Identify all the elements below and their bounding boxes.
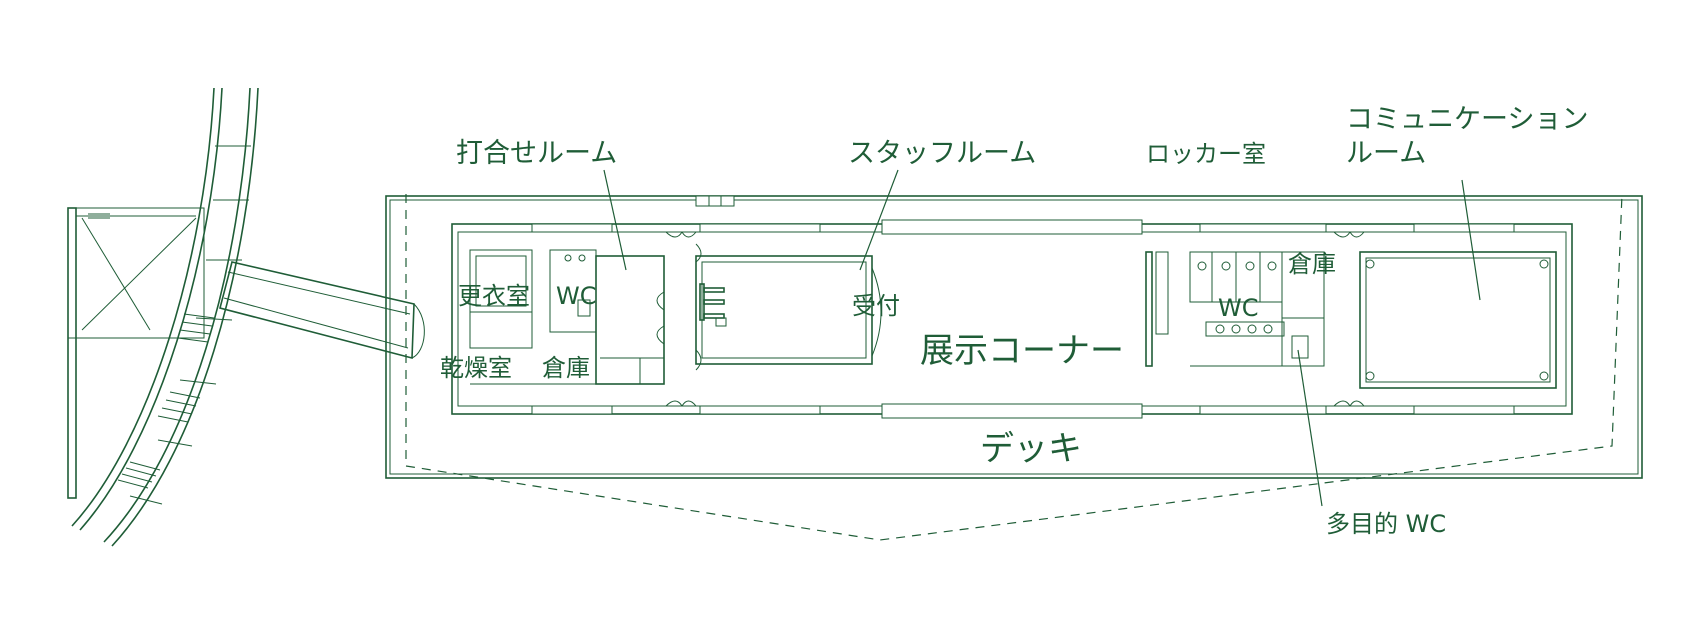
label-drying-room: 乾燥室 bbox=[440, 354, 512, 382]
label-multipurpose-wc: 多目的 WC bbox=[1326, 510, 1446, 538]
label-changing-room: 更衣室 bbox=[458, 282, 530, 310]
label-communication-room-1: コミュニケーション bbox=[1346, 104, 1588, 135]
label-locker-room: ロッカー室 bbox=[1146, 140, 1266, 168]
staff-room-block bbox=[695, 255, 882, 365]
label-storage-left: 倉庫 bbox=[542, 354, 590, 382]
label-wc-right: WC bbox=[1218, 294, 1259, 322]
label-storage-right: 倉庫 bbox=[1288, 250, 1336, 278]
label-exhibition-corner: 展示コーナー bbox=[920, 331, 1124, 371]
curved-ramp bbox=[71, 87, 259, 547]
stair-tower bbox=[67, 207, 205, 499]
right-core bbox=[1145, 251, 1325, 367]
left-wing bbox=[469, 249, 665, 385]
deck-outline bbox=[385, 193, 1643, 541]
communication-room-block bbox=[1359, 251, 1557, 389]
doors bbox=[665, 231, 1365, 407]
bridge bbox=[219, 261, 425, 360]
leader-lines bbox=[603, 169, 1481, 507]
label-wc-left: WC bbox=[556, 282, 597, 310]
label-reception: 受付 bbox=[852, 292, 900, 320]
main-building bbox=[451, 219, 1573, 419]
label-staff-room: スタッフルーム bbox=[848, 138, 1036, 169]
label-meeting-room: 打合せルーム bbox=[456, 138, 617, 169]
label-communication-room-2: ルーム bbox=[1346, 138, 1426, 169]
label-deck: デッキ bbox=[980, 429, 1082, 469]
